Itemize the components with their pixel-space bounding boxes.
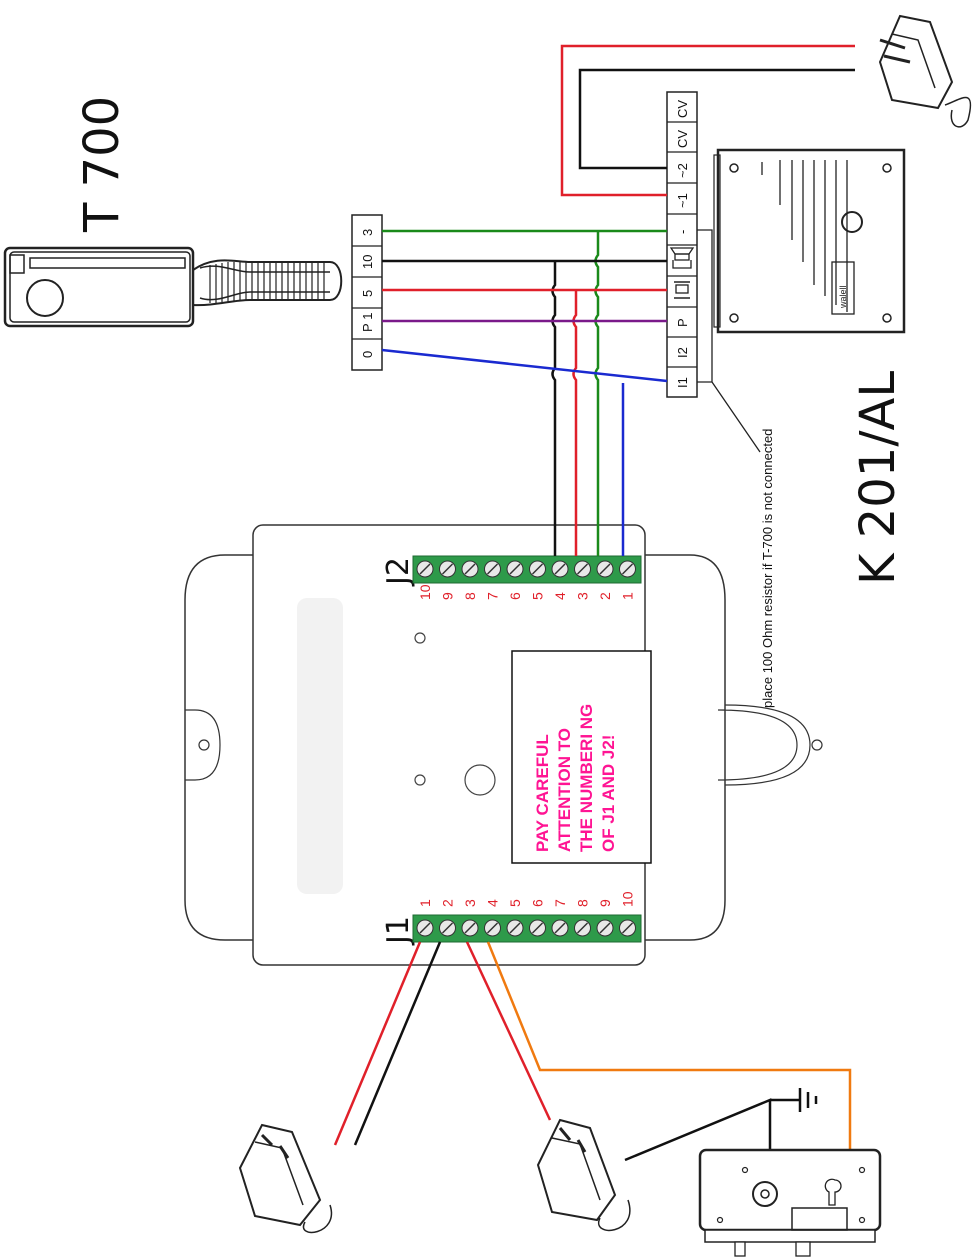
j1-pin-label: 8 (575, 899, 591, 907)
j1-screw-slot (509, 922, 521, 934)
wire-black-drop (551, 261, 557, 556)
wire-blue (381, 348, 668, 383)
wire-black-adapter-top (578, 68, 855, 170)
ground-icon (798, 1088, 818, 1112)
j1-pin-label: 3 (462, 899, 478, 907)
brand-label: walell (838, 285, 848, 309)
j2-screw-slot (576, 563, 589, 575)
k201-terminal-cv-1: CV (675, 100, 690, 118)
j2-screw-slot (464, 563, 476, 575)
wires-lower (333, 941, 852, 1162)
j1-label: J1 (381, 916, 416, 946)
j1-screw-slot (531, 922, 544, 934)
j2-screw-slot (419, 563, 431, 575)
j1-screw-slot (464, 922, 476, 934)
wires-upper (381, 44, 855, 556)
resistor-note: place 100 Ohm resistor if T-700 is not c… (760, 429, 775, 708)
j1-pin-label: 2 (440, 899, 456, 907)
j2-screw-slot (531, 563, 544, 575)
j2-pin-label: 7 (485, 592, 501, 600)
j2-label: J2 (381, 557, 416, 587)
wire-black-j1-2 (353, 941, 442, 1146)
j1-pin-label: 5 (507, 899, 523, 907)
j1-screw-slot (554, 922, 566, 934)
j1-screw-slot (576, 922, 589, 934)
j2-pin-label: 4 (552, 592, 568, 600)
warning-line-4: OF J1 AND J2! (599, 735, 618, 852)
k201-terminal-minus: - (675, 230, 690, 234)
j2-pin-label: 3 (575, 592, 591, 600)
j2-pin-label: 10 (417, 584, 433, 600)
j1-pin-label: 9 (597, 899, 613, 907)
wire-green-drop (594, 231, 600, 556)
k201-terminal-ac2: ~2 (675, 163, 690, 178)
k201-terminal-i1: I1 (675, 377, 690, 388)
resistor-bracket (697, 229, 761, 453)
j2-pin-label: 9 (440, 592, 456, 600)
j1-screw-slot (486, 922, 499, 934)
t700-terminal-p1: P 1 (360, 312, 375, 332)
j2-screw-slot (554, 563, 566, 575)
electric-lock-icon (698, 1148, 882, 1257)
button-icon (674, 281, 690, 299)
j1-pin-label: 7 (552, 899, 568, 907)
j2-pin-label: 5 (530, 592, 546, 600)
power-adapter-icon-left (238, 1123, 333, 1234)
k201-title: K 201/AL (850, 371, 906, 585)
wire-red-adapter-top (560, 44, 855, 197)
j1-pin-label: 4 (485, 899, 501, 907)
wire-red-j1-3 (465, 941, 552, 1121)
warning-line-3: THE NUMBERI NG (577, 704, 596, 852)
j2-pin-label: 1 (620, 592, 636, 600)
j2-pin-label: 2 (597, 592, 613, 600)
k201-terminal-i2: I2 (675, 347, 690, 358)
j1-screw-slot (621, 922, 634, 934)
j1-pin-label: 1 (417, 899, 433, 907)
power-adapter-icon-middle (536, 1118, 631, 1232)
controller-module-icon (184, 524, 823, 966)
warning-box: PAY CAREFUL ATTENTION TO THE NUMBERI NG … (511, 650, 652, 864)
j2-screw-slot (486, 563, 499, 575)
j1-screw-slot (419, 922, 431, 934)
t700-handset-icon (3, 246, 343, 328)
k201-terminal-block (666, 91, 698, 398)
k201-terminal-cv-2: CV (675, 130, 690, 148)
wire-orange-j1-4 (486, 941, 852, 1150)
t700-terminal-10: 10 (360, 255, 375, 269)
j1-screw-slot (599, 922, 611, 934)
t700-terminal-0: 0 (360, 351, 375, 358)
j1-pin-label: 10 (620, 891, 636, 907)
t700-terminal-5: 5 (360, 290, 375, 297)
k201-terminal-ac1: ~1 (675, 193, 690, 208)
j1-screws (416, 919, 636, 937)
t700-terminal-block (351, 214, 383, 371)
warning-line-2: ATTENTION TO (555, 728, 574, 852)
warning-line-1: PAY CAREFUL (533, 734, 552, 852)
wire-red-drop (572, 290, 578, 556)
j2-screws (416, 560, 636, 578)
j2-screw-slot (621, 563, 634, 575)
j1-pin-label: 6 (530, 899, 546, 907)
speaker-icon (669, 247, 695, 269)
k201-door-panel-icon: walell (713, 148, 906, 334)
j2-screw-slot (441, 563, 454, 575)
j2-screw-slot (509, 563, 521, 575)
j1-screw-slot (441, 922, 454, 934)
t700-terminal-3: 3 (360, 229, 375, 236)
wire-red-j1-1 (333, 941, 422, 1146)
j2-pin-label: 6 (507, 592, 523, 600)
k201-terminal-p: P (675, 318, 690, 327)
j2-screw-slot (599, 563, 611, 575)
power-adapter-icon-top (878, 14, 972, 128)
t700-title: T 700 (74, 96, 130, 233)
j2-pin-label: 8 (462, 592, 478, 600)
